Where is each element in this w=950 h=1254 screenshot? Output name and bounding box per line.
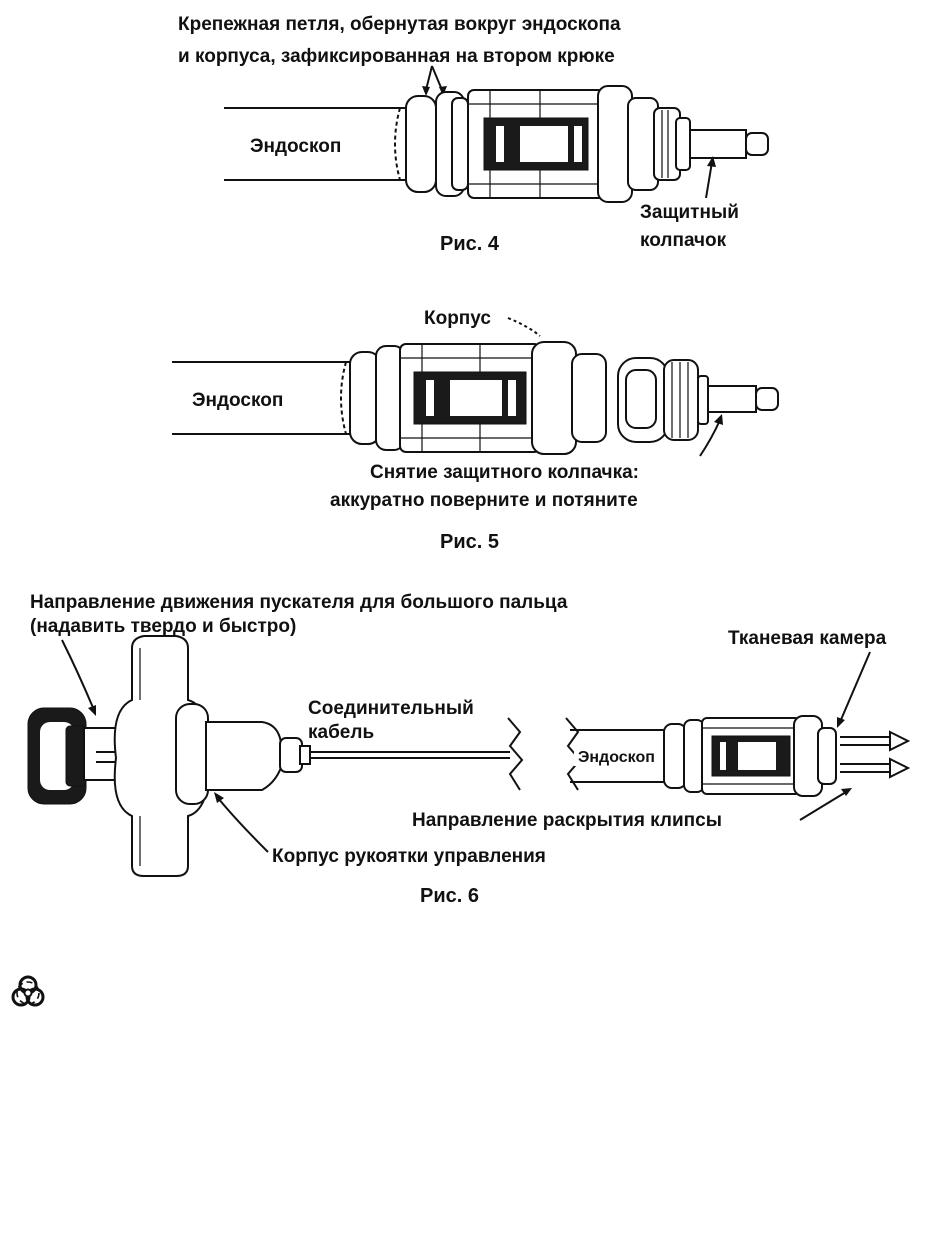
fig5-remove-label-line1: Снятие защитного колпачка:	[370, 462, 639, 483]
fig6-thumb-leader	[61, 639, 95, 711]
fig4-loop-label-line1: Крепежная петля, обернутая вокруг эндоск…	[178, 14, 621, 35]
fig4-loop-label-line2: и корпуса, зафиксированная на втором крю…	[178, 46, 615, 67]
fig6-chamber-label: Тканевая камера	[728, 628, 887, 649]
fig4-cap-label-line2: колпачок	[640, 230, 727, 251]
fig5-body-label: Корпус	[424, 308, 491, 329]
fig5-cap-leader	[699, 419, 721, 457]
fig5-endoscope-label: Эндоскоп	[192, 390, 283, 411]
fig5-remove-label-line2: аккуратно поверните и потяните	[330, 490, 638, 511]
fig4-cap-label-line1: Защитный	[640, 202, 739, 223]
fig4-loop-rings	[405, 91, 469, 197]
fig6-caption: Рис. 6	[420, 885, 479, 907]
fig6-endoscope-assembly	[570, 715, 837, 797]
fig6-endoscope-label: Эндоскоп	[578, 749, 655, 766]
fig5-removed-cap	[617, 357, 779, 443]
fig6-chamber-leader	[839, 651, 871, 723]
fig4-endoscope-tube	[224, 107, 430, 181]
fig5-housing	[349, 341, 607, 455]
fig6-handle-body-label: Корпус рукоятки управления	[272, 846, 546, 867]
fig6-cable-label-line1: Соединительный	[308, 698, 474, 719]
figure-5: Корпус Эндоскоп	[172, 308, 779, 553]
fig4-endoscope-label: Эндоскоп	[250, 136, 341, 157]
fig6-clip-arrows	[840, 730, 911, 779]
biohazard-icon	[11, 975, 45, 1007]
figure-4: Крепежная петля, обернутая вокруг эндоск…	[178, 14, 769, 255]
fig6-thumb-label-line1: Направление движения пускателя для больш…	[30, 592, 568, 613]
fig4-cap-leader	[705, 161, 713, 199]
fig4-protective-cap	[689, 129, 769, 159]
fig4-loop-leader	[422, 65, 447, 96]
fig5-caption: Рис. 5	[440, 531, 499, 553]
fig6-clip-direction-label: Направление раскрытия клипсы	[412, 810, 722, 831]
fig6-handle-leader	[217, 797, 269, 853]
fig6-thumb-label-line2: (надавить твердо и быстро)	[30, 616, 296, 637]
fig6-cable-label-line2: кабель	[308, 722, 374, 743]
fig6-clip-leader	[799, 791, 847, 821]
fig4-caption: Рис. 4	[440, 233, 500, 255]
fig4-housing	[467, 85, 691, 203]
fig6-handle	[27, 635, 311, 877]
figure-6: Направление движения пускателя для больш…	[27, 592, 911, 907]
fig5-endoscope-tube	[172, 361, 372, 435]
